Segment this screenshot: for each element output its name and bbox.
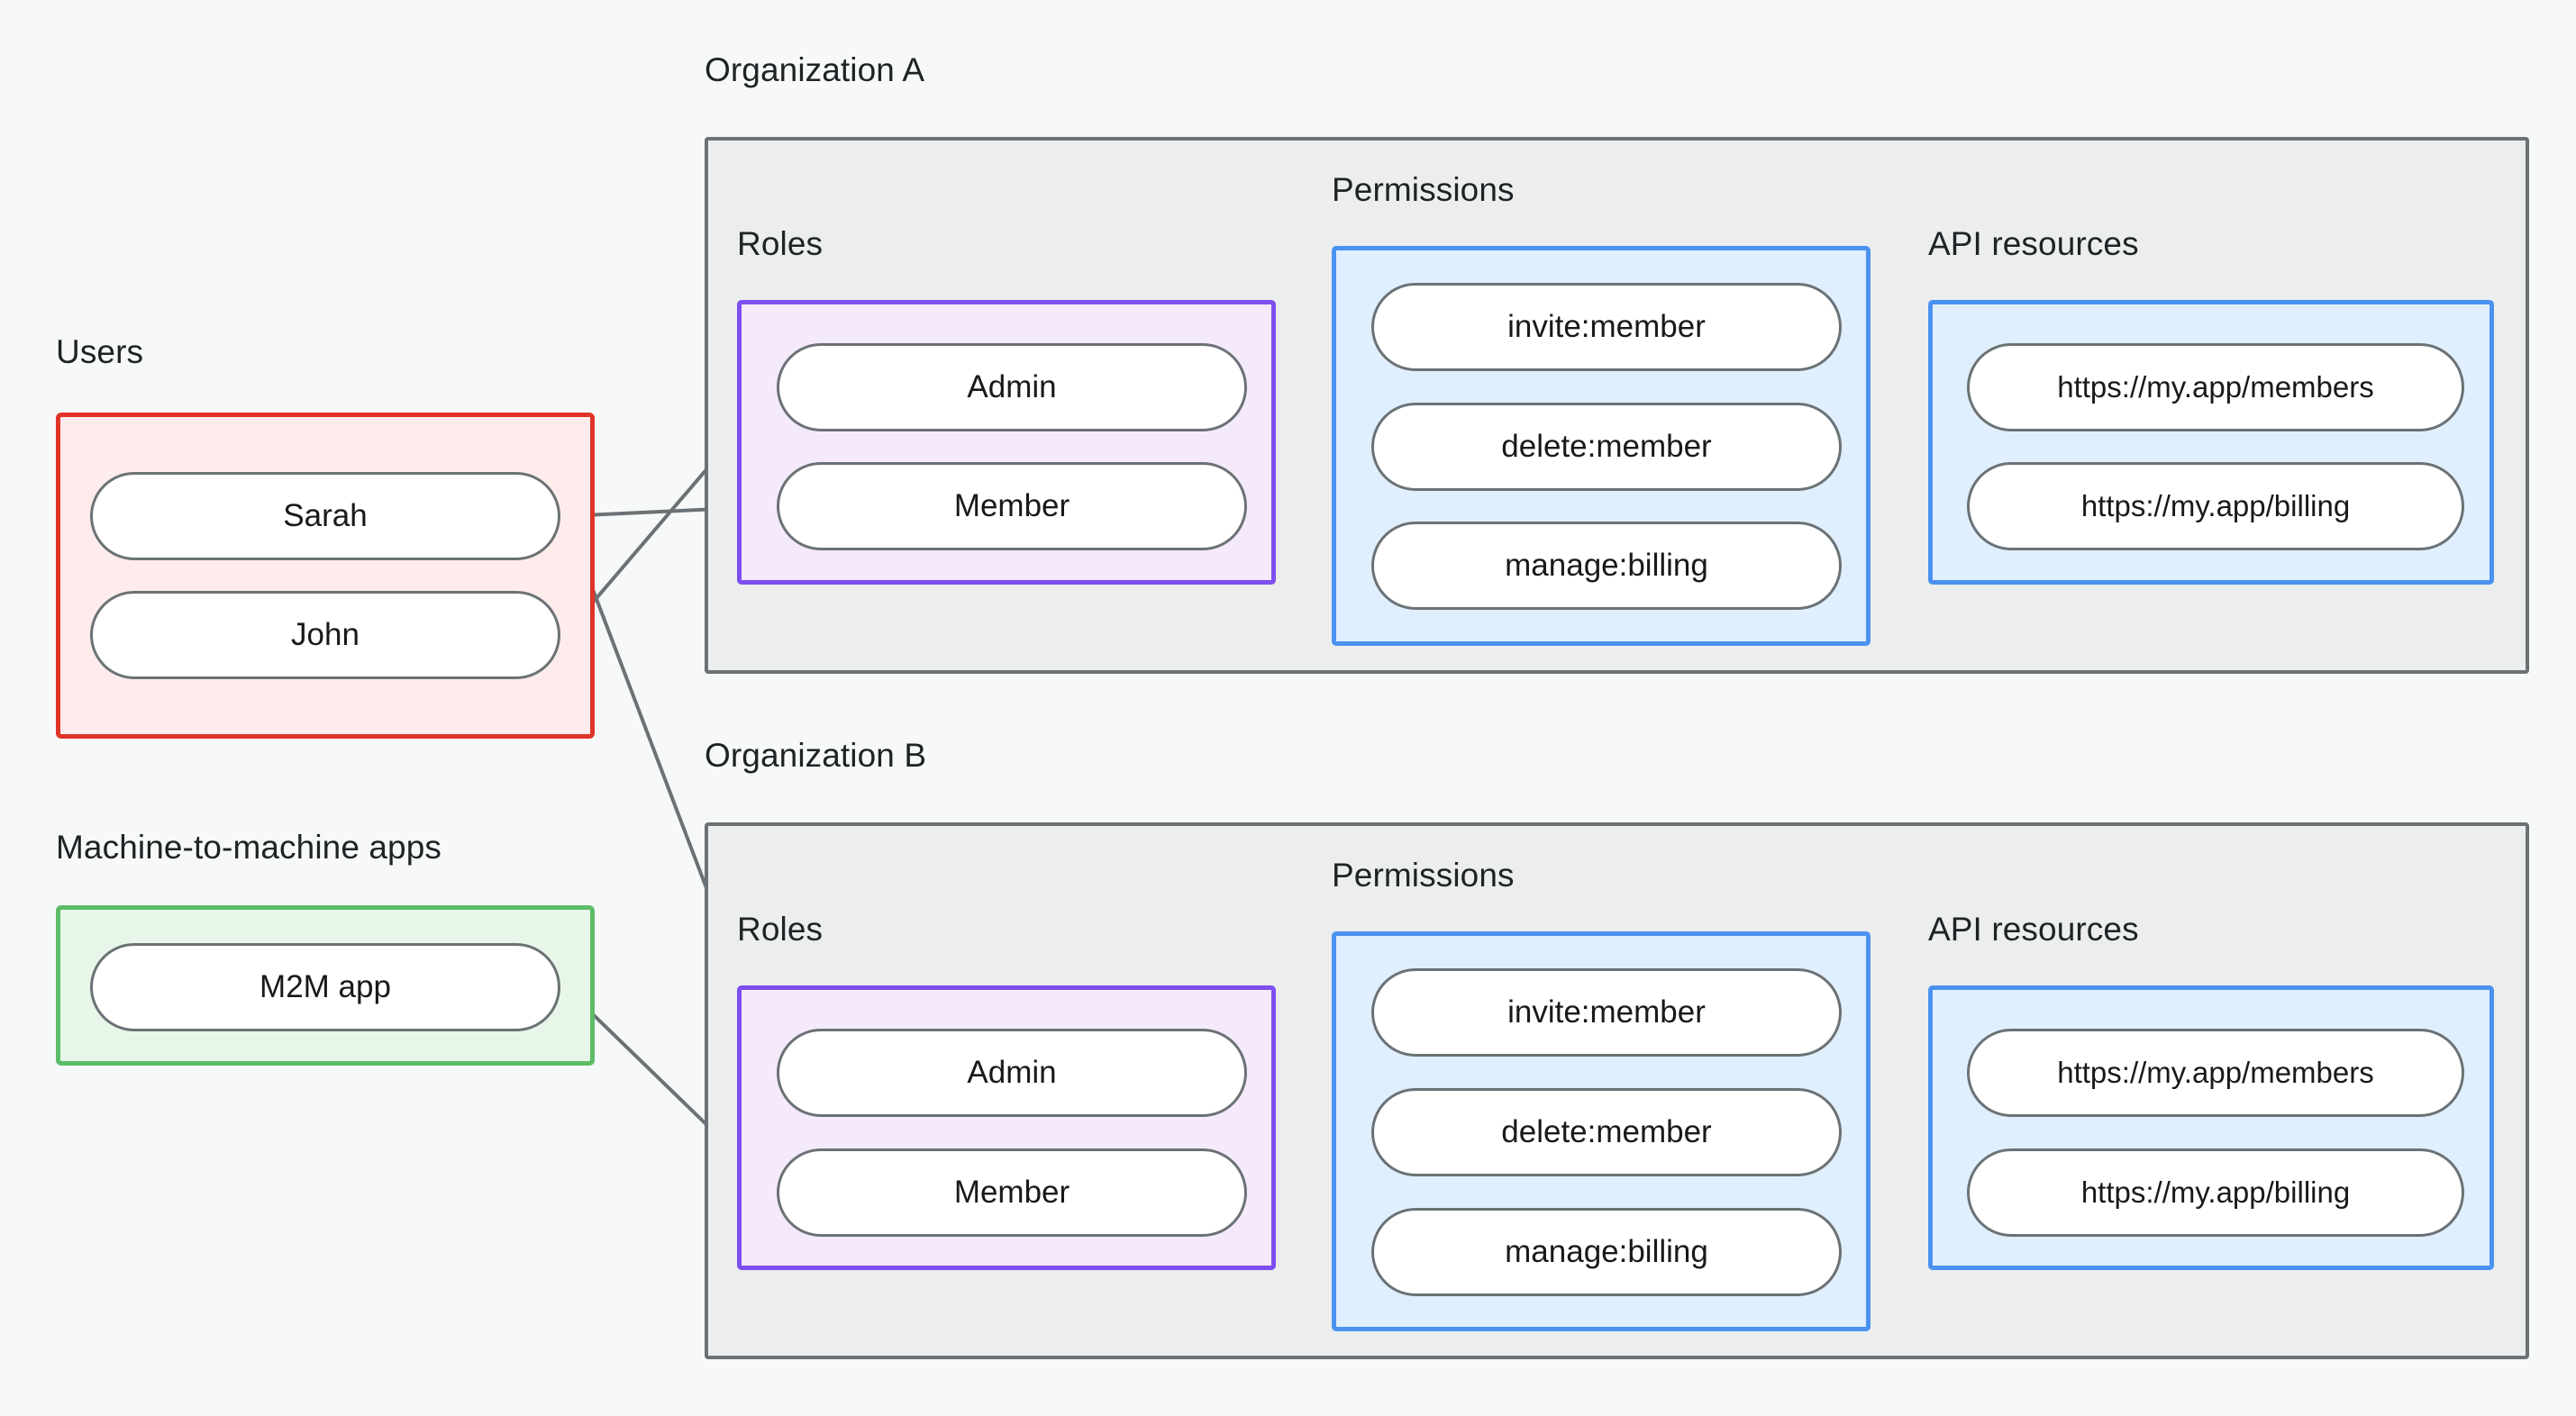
orgB-api-resources-label: API resources bbox=[1928, 911, 2139, 948]
orgA-permission-delete-member[interactable]: delete:member bbox=[1371, 403, 1842, 491]
orgA-permissions-label: Permissions bbox=[1332, 171, 1515, 208]
orgA-permission-invite-member[interactable]: invite:member bbox=[1371, 283, 1842, 371]
orgA-api-resource-billing[interactable]: https://my.app/billing bbox=[1967, 462, 2464, 550]
orgB-roles-label: Roles bbox=[737, 911, 824, 948]
organization-b-label: Organization B bbox=[705, 737, 927, 774]
orgB-role-admin[interactable]: Admin bbox=[777, 1029, 1247, 1117]
user-node-john[interactable]: John bbox=[90, 591, 560, 679]
orgB-role-member[interactable]: Member bbox=[777, 1148, 1247, 1237]
users-group-label: Users bbox=[56, 333, 144, 370]
orgB-api-resource-billing[interactable]: https://my.app/billing bbox=[1967, 1148, 2464, 1237]
user-node-sarah[interactable]: Sarah bbox=[90, 472, 560, 560]
orgA-roles-label: Roles bbox=[737, 225, 824, 262]
orgB-api-resource-members[interactable]: https://my.app/members bbox=[1967, 1029, 2464, 1117]
m2m-node-app[interactable]: M2M app bbox=[90, 943, 560, 1031]
organization-a-label: Organization A bbox=[705, 51, 925, 88]
orgB-permission-manage-billing[interactable]: manage:billing bbox=[1371, 1208, 1842, 1296]
orgA-api-resources-label: API resources bbox=[1928, 225, 2139, 262]
orgA-role-admin[interactable]: Admin bbox=[777, 343, 1247, 431]
orgB-permission-delete-member[interactable]: delete:member bbox=[1371, 1088, 1842, 1176]
users-container bbox=[56, 413, 595, 739]
orgB-permissions-label: Permissions bbox=[1332, 857, 1515, 894]
orgA-permission-manage-billing[interactable]: manage:billing bbox=[1371, 522, 1842, 610]
orgA-role-member[interactable]: Member bbox=[777, 462, 1247, 550]
orgB-permission-invite-member[interactable]: invite:member bbox=[1371, 968, 1842, 1057]
m2m-group-label: Machine-to-machine apps bbox=[56, 829, 442, 866]
orgA-api-resource-members[interactable]: https://my.app/members bbox=[1967, 343, 2464, 431]
